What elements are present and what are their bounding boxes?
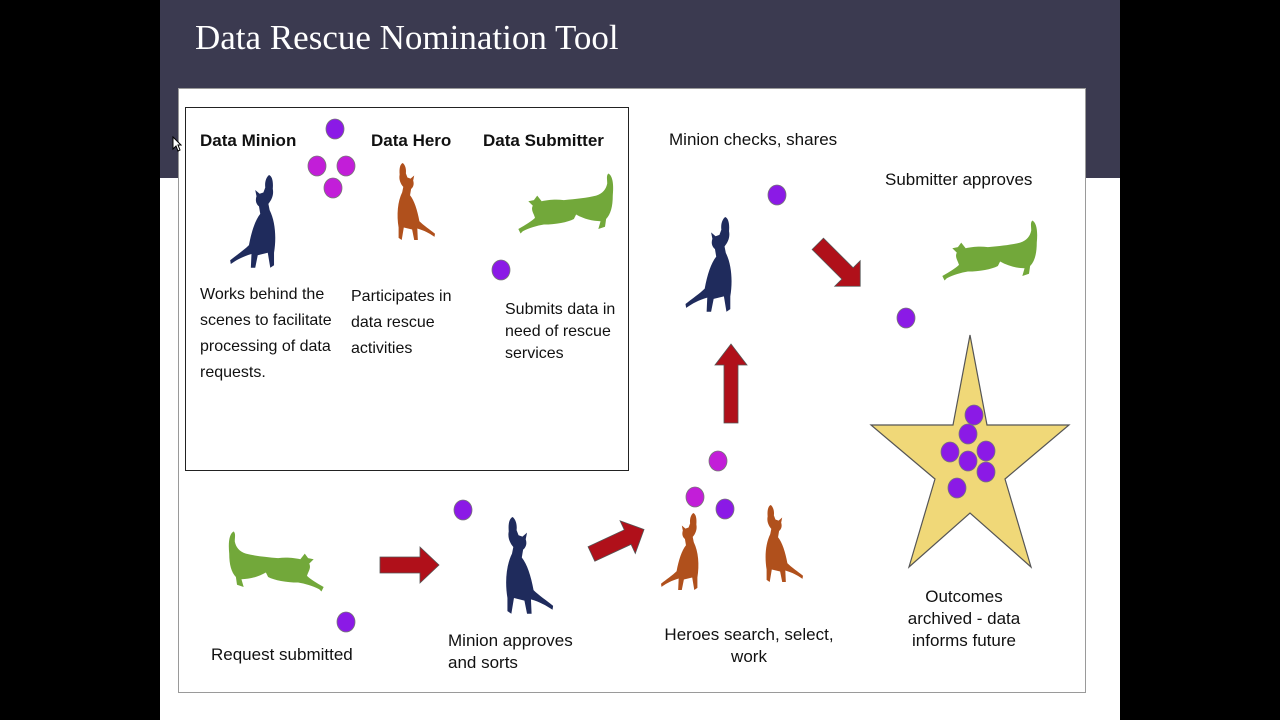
step-submitter-approves-label: Submitter approves [885,170,1033,189]
ball [336,155,356,177]
legend-submitter-cat [518,173,614,234]
workflow-diagram: Data Minion Data Hero Data Submitter Wor… [178,88,1086,693]
step-request-submitted-label: Request submitted [211,645,353,664]
step-heroes-work-label: Heroes search, select, work [664,625,834,666]
ball [958,423,978,445]
ball [896,307,916,329]
step-submitter-approves-cat [942,220,1038,281]
step-submitter-cat [229,531,324,591]
ball [708,450,728,472]
legend-minion-description: Works behind the scenes to facilitate pr… [200,286,332,381]
ball [491,259,511,281]
ball [453,499,473,521]
arrow-request-to-minion [379,546,440,584]
step-hero-cat-left [661,513,699,590]
ball [323,177,343,199]
legend-submitter-heading: Data Submitter [483,131,604,150]
arrow-minion-to-heroes [587,520,645,562]
step-minion-checks-label: Minion checks, shares [669,130,838,149]
ball [940,441,960,463]
arrow-check-to-approve [811,237,861,287]
legend-minion-heading: Data Minion [200,131,297,150]
diagram-graphics [179,118,1071,633]
legend-submitter-description: Submits data in need of rescue services [505,301,616,362]
step-outcomes-label: Outcomes archived - data informs future [907,587,1021,650]
ball [307,155,327,177]
step-hero-cat-right [766,505,803,582]
step-minion-approves-cat [506,517,553,614]
ball [336,611,356,633]
ball [685,486,705,508]
step-minion-approves-label: Minion approves and sorts [448,631,573,672]
ball [325,118,345,140]
ball [715,498,735,520]
legend-hero-heading: Data Hero [371,131,452,150]
legend-hero-description: Participates in data rescue activities [351,288,452,357]
slide-title: Data Rescue Nomination Tool [195,18,619,57]
ball [964,404,984,426]
ball [976,461,996,483]
ball [947,477,967,499]
ball [767,184,787,206]
ball [976,440,996,462]
mouse-cursor-icon [172,136,182,152]
legend-minion-cat [230,175,276,268]
arrow-heroes-to-check [714,343,748,424]
ball [958,450,978,472]
role-legend-box [185,107,629,471]
slide: Data Rescue Nomination Tool Data Minion … [160,0,1120,720]
legend-hero-cat [398,163,435,240]
step-minion-checks-cat [685,217,732,312]
